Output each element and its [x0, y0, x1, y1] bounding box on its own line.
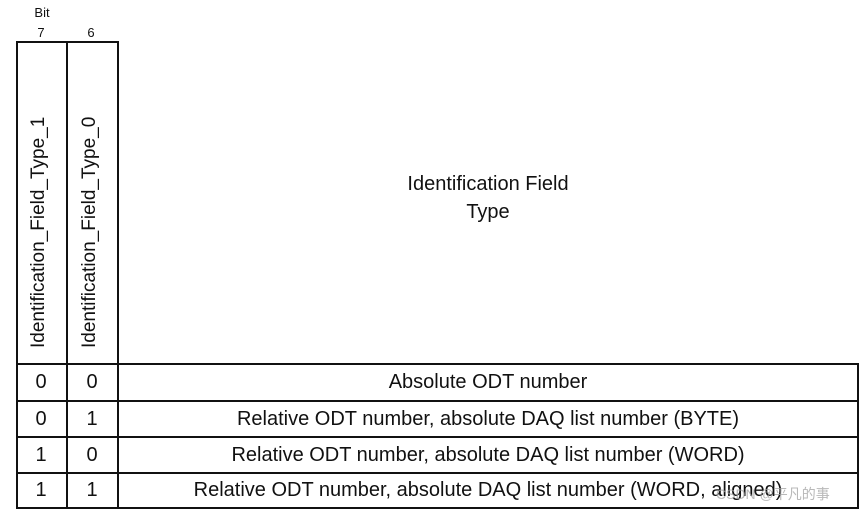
bit-label-6: 6: [87, 25, 95, 40]
cell-bit7: 1: [35, 479, 47, 501]
header-main-title: Identification Field Type: [118, 170, 858, 226]
cell-description: Relative ODT number, absolute DAQ list n…: [236, 408, 740, 430]
grid-line: [66, 41, 68, 509]
watermark: CSDN @平凡的事: [716, 486, 830, 502]
grid-line: [16, 436, 859, 438]
bit-label-7: 7: [37, 25, 45, 40]
cell-description: Relative ODT number, absolute DAQ list n…: [193, 479, 783, 501]
grid-line: [16, 472, 859, 474]
cell-description: Absolute ODT number: [388, 371, 588, 393]
bit-label-word: Bit: [34, 5, 50, 20]
cell-bit7: 0: [35, 408, 47, 430]
grid-line: [857, 363, 859, 509]
cell-bit6: 1: [86, 479, 98, 501]
header-main-title-line1: Identification Field: [407, 173, 569, 195]
header-bit6-title: Identification_Field_Type_0: [79, 116, 100, 348]
cell-description: Relative ODT number, absolute DAQ list n…: [231, 444, 745, 466]
header-main-title-line2: Type: [466, 201, 510, 223]
grid-line: [16, 363, 859, 365]
grid-line: [117, 41, 119, 509]
cell-bit7: 1: [35, 444, 47, 466]
cell-bit6: 1: [86, 408, 98, 430]
grid-line: [16, 400, 859, 402]
cell-bit7: 0: [35, 371, 47, 393]
grid-line: [16, 507, 859, 509]
grid-line: [16, 41, 18, 509]
header-bit7-title: Identification_Field_Type_1: [28, 116, 49, 348]
cell-bit6: 0: [86, 444, 98, 466]
cell-bit6: 0: [86, 371, 98, 393]
